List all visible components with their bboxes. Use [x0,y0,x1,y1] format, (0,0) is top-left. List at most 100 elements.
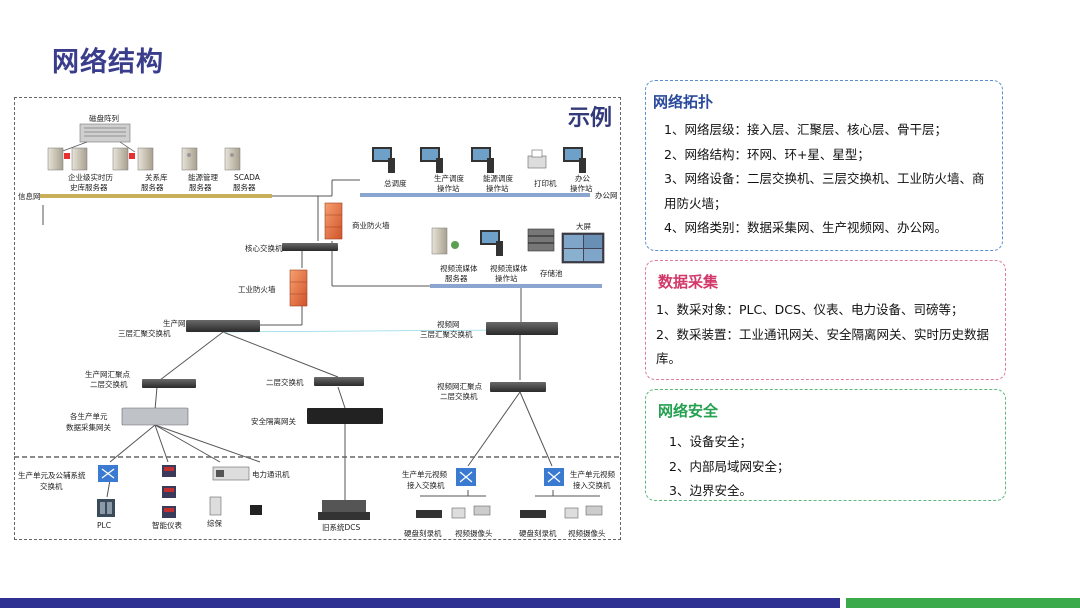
energy-dispatch-label: 操作站 [486,183,509,193]
prod-dispatch-label: 生产调度 [434,173,464,183]
info-network-label: 信息网 [18,191,41,201]
printer-label: 打印机 [534,178,557,188]
scada-server-label: SCADA [234,173,261,182]
access-switch-icon [98,465,118,482]
video-agg-switch-label: 视频网汇聚点 [437,381,482,391]
switch-icon [486,322,558,335]
network-security-item: 1、设备安全； [669,434,752,449]
video-l3-switch-label: 三层汇聚交换机 [420,329,473,339]
printer-icon [527,149,547,169]
server-icon [181,147,198,171]
footer-bar-left [0,598,840,608]
office-station-label: 办公 [575,173,590,183]
prod-agg-switch-label: 二层交换机 [90,379,128,389]
access-switch-icon [456,468,476,486]
firewall-icon [289,269,308,307]
disk-array-icon [79,123,131,143]
unit-gateway-label: 各生产单元 [70,411,108,421]
prod-dispatch-label: 操作站 [437,183,460,193]
topology-item: 2、网络结构：环网、环+星、星型； [664,146,870,162]
big-screen-label: 大屏 [576,221,591,231]
relay-protection-label: 综保 [207,518,222,528]
topology-item: 1、网络层级：接入层、汇聚层、核心层、骨干层； [664,122,947,137]
nvr-label: 硬盘刻录机 [404,528,442,538]
ent-history-server-label: 企业级实时历 [68,172,113,182]
office-station-label: 操作站 [570,183,593,193]
info-network-bus [40,194,272,198]
disk-array-label: 磁盘阵列 [89,113,119,123]
data-collection-item: 1、数采对象：PLC、DCS、仪表、电力设备、司磅等； [656,302,964,317]
workstation-icon [480,230,503,256]
network-diagram-frame [14,97,621,540]
dispatch-label: 总调度 [384,178,407,188]
plc-label: PLC [97,521,111,530]
video-stream-server-label: 视频流媒体 [440,263,478,273]
scada-server-label: 服务器 [233,182,256,192]
page-title: 网络结构 [52,47,164,78]
office-network-bus [360,193,590,197]
prod-l3-switch-label: 三层汇聚交换机 [118,328,171,338]
server-icon [112,147,154,171]
dcs-console-icon [318,500,370,520]
video-stream-server-label: 服务器 [445,273,468,283]
video-agg-switch-label: 二层交换机 [440,391,478,401]
power-comm-icon [212,466,250,481]
data-collection-panel: 数据采集 1、数采对象：PLC、DCS、仪表、电力设备、司磅等； 2、数采装置：… [645,260,1006,380]
camera-icon [451,505,491,519]
energy-server-label: 服务器 [189,182,212,192]
video-access-switch-label: 接入交换机 [573,480,611,490]
energy-dispatch-label: 能源调度 [483,173,513,183]
data-collection-panel-title: 数据采集 [658,273,719,291]
relational-db-server-label: 关系库 [145,172,168,182]
topology-item: 4、网络类别：数据采集网、生产视频网、办公网。 [664,220,947,235]
server-icon [47,147,88,171]
storage-pool-label: 存储池 [540,268,563,278]
video-stream-station-label: 操作站 [495,273,518,283]
commercial-firewall-label: 商业防火墙 [352,220,390,230]
gateway-icon [121,407,189,426]
legacy-dcs-label: 旧系统DCS [322,522,361,532]
video-access-switch-label: 接入交换机 [407,480,445,490]
camera-icon [564,505,603,519]
topology-panel: 网络拓扑 1、网络层级：接入层、汇聚层、核心层、骨干层； 2、网络结构：环网、环… [645,80,1003,251]
storage-icon [527,228,555,252]
nvr-icon [520,510,546,518]
relational-db-server-label: 服务器 [141,182,164,192]
switch-icon [282,243,338,251]
topology-item: 3、网络设备：二层交换机、三层交换机、工业防火墙、商用防火墙； [664,171,985,211]
prod-l3-switch-label: 生产网 [163,318,186,328]
big-screen-icon [561,232,605,264]
smart-meter-label: 智能仪表 [152,520,182,530]
core-switch-label: 核心交换机 [245,243,283,253]
network-security-panel: 网络安全 1、设备安全； 2、内部局域网安全； 3、边界安全。 [645,389,1006,501]
industrial-firewall-label: 工业防火墙 [238,284,276,294]
switch-icon [142,379,196,388]
security-gateway-label: 安全隔离网关 [251,416,296,426]
server-icon [224,147,241,171]
example-label: 示例 [568,106,613,131]
switch-icon [490,382,546,392]
switch-icon [186,320,260,332]
prod-agg-switch-label: 生产网汇聚点 [85,369,130,379]
relay-protection-icon [209,496,262,516]
video-access-switch-label: 生产单元视频 [402,469,447,479]
video-l3-switch-label: 视频网 [437,319,460,329]
camera-label: 视频摄像头 [568,528,606,538]
video-stream-station-label: 视频流媒体 [490,263,528,273]
workstation-icon [372,147,395,173]
video-access-switch-label: 生产单元视频 [570,469,615,479]
workstation-icon [563,147,586,173]
firewall-icon [324,202,343,240]
plc-icon [97,499,115,517]
meter-icon [162,465,176,518]
office-network-label: 办公网 [595,190,618,200]
network-security-panel-title: 网络安全 [658,402,719,420]
network-security-item: 2、内部局域网安全； [669,458,790,474]
gateway-icon [307,408,383,424]
l2-switch-label: 二层交换机 [266,377,304,387]
video-network-bus [430,284,602,288]
access-switch-icon [544,468,564,486]
data-collection-item: 2、数采装置：工业通讯网关、安全隔离网关、实时历史数据库。 [656,326,989,367]
unit-gateway-label: 数据采集网关 [66,422,111,432]
workstation-icon [420,147,443,173]
